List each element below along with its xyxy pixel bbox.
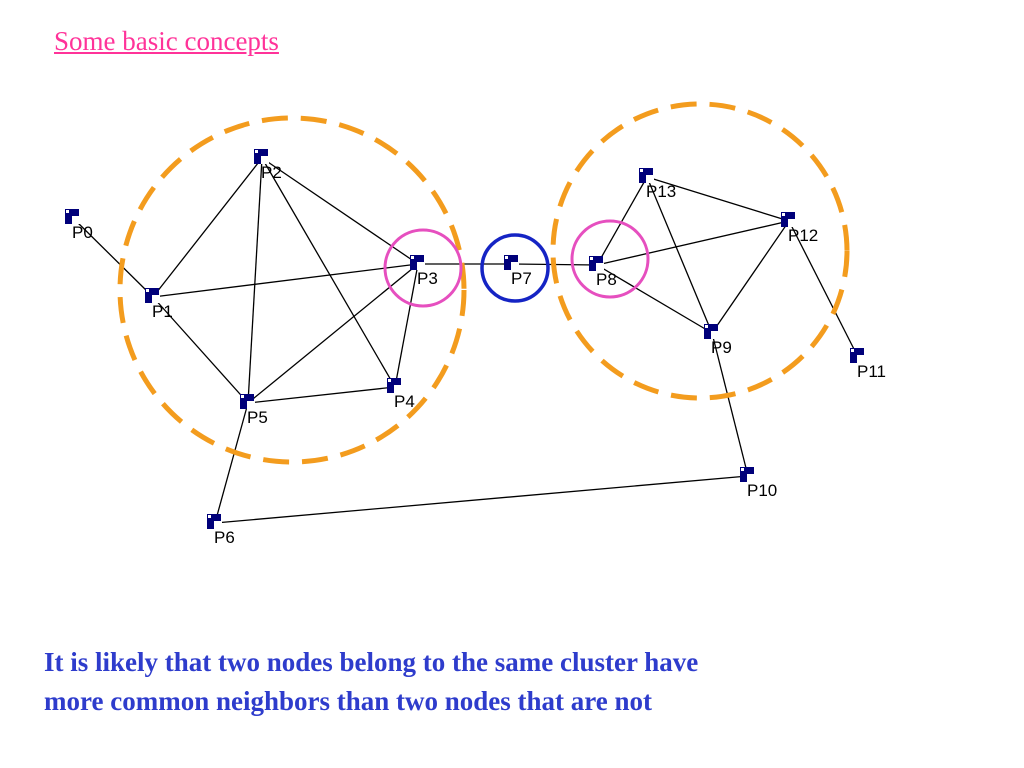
boundary-circle-p3 (383, 228, 463, 308)
node-marker-notch (214, 521, 222, 529)
node-label: P5 (247, 408, 268, 427)
edge-p12-p9 (711, 220, 790, 334)
node-marker-highlight (590, 257, 593, 260)
node-marker-highlight (640, 169, 643, 172)
boundary-circle-p8 (570, 219, 650, 299)
node-label: P13 (646, 182, 676, 201)
node-label: P8 (596, 270, 617, 289)
node-marker-notch (247, 401, 255, 409)
node-label: P0 (72, 223, 93, 242)
node-marker-highlight (255, 150, 258, 153)
caption-line-1: It is likely that two nodes belong to th… (44, 647, 699, 677)
node-marker-highlight (388, 379, 391, 382)
node-marker-highlight (851, 349, 854, 352)
edge-p12-p11 (788, 220, 859, 358)
node-p12: P12 (781, 212, 818, 245)
node-p0: P0 (65, 209, 93, 242)
node-marker-notch (417, 262, 425, 270)
node-marker-highlight (705, 325, 708, 328)
node-label: P3 (417, 269, 438, 288)
cluster-circle-1 (117, 115, 467, 465)
node-label: P4 (394, 392, 415, 411)
node-p13: P13 (639, 168, 676, 201)
node-p8: P8 (589, 256, 617, 289)
edge-p2-p3 (261, 157, 419, 265)
node-p1: P1 (145, 288, 173, 321)
node-p11: P11 (850, 348, 886, 381)
highlight-layer (117, 101, 850, 465)
edge-p13-p12 (646, 176, 790, 222)
node-marker-highlight (411, 256, 414, 259)
node-marker-notch (788, 219, 796, 227)
edge-p6-p10 (214, 475, 749, 524)
node-marker-highlight (782, 213, 785, 216)
node-label: P11 (857, 362, 886, 381)
edge-p2-p5 (247, 157, 263, 404)
edge-p5-p6 (214, 402, 249, 524)
node-marker-notch (646, 175, 654, 183)
node-p4: P4 (387, 378, 415, 411)
node-p10: P10 (740, 467, 777, 500)
caption-line-2: more common neighbors than two nodes tha… (44, 686, 653, 716)
node-marker-notch (261, 156, 269, 164)
node-marker-notch (152, 295, 160, 303)
node-p6: P6 (207, 514, 235, 547)
node-marker-notch (596, 263, 604, 271)
node-p9: P9 (704, 324, 732, 357)
edge-p1-p2 (152, 157, 263, 298)
node-marker-notch (394, 385, 402, 393)
node-p3: P3 (410, 255, 438, 288)
node-p5: P5 (240, 394, 268, 427)
node-label: P6 (214, 528, 235, 547)
node-label: P2 (261, 163, 282, 182)
node-p2: P2 (254, 149, 282, 182)
node-marker-highlight (241, 395, 244, 398)
cluster-circle-2 (550, 101, 850, 401)
edge-p1-p5 (152, 296, 249, 404)
node-label: P1 (152, 302, 173, 321)
node-marker-notch (747, 474, 755, 482)
node-label: P9 (711, 338, 732, 357)
node-marker-notch (511, 262, 519, 270)
node-marker-highlight (505, 256, 508, 259)
edge-p2-p4 (261, 157, 396, 388)
bridge-circle-p7 (480, 233, 550, 303)
node-marker-highlight (66, 210, 69, 213)
edge-p13-p9 (646, 176, 713, 334)
node-marker-highlight (208, 515, 211, 518)
node-p7: P7 (504, 255, 532, 288)
edge-p4-p5 (247, 386, 396, 404)
slide-title: Some basic concepts (54, 26, 279, 56)
node-marker-notch (857, 355, 865, 363)
node-label: P10 (747, 481, 777, 500)
edge-p9-p10 (711, 332, 749, 477)
node-marker-highlight (146, 289, 149, 292)
edge-p8-p13 (596, 176, 648, 266)
edge-p1-p3 (152, 263, 419, 298)
edge-p0-p1 (72, 217, 154, 298)
node-marker-notch (711, 331, 719, 339)
node-label: P12 (788, 226, 818, 245)
caption: It is likely that two nodes belong to th… (44, 643, 944, 721)
node-marker-notch (72, 216, 80, 224)
node-marker-highlight (741, 468, 744, 471)
edge-p8-p9 (596, 264, 713, 334)
edge-p3-p4 (394, 263, 419, 388)
node-label: P7 (511, 269, 532, 288)
edge-p8-p12 (596, 220, 790, 266)
